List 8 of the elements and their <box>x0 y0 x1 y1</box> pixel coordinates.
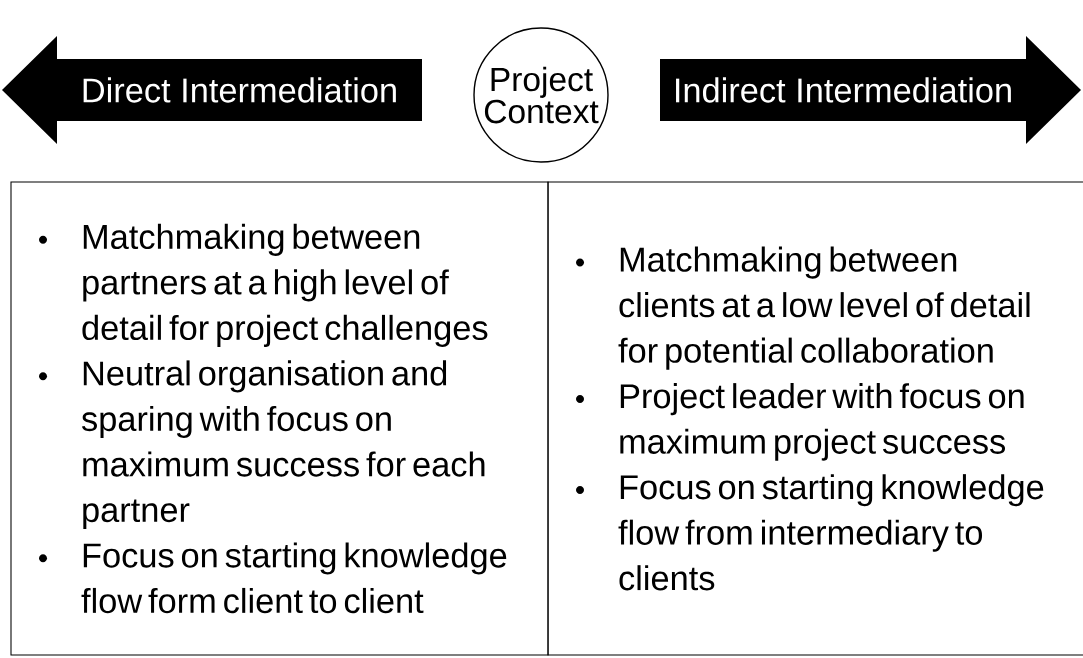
list-panel <box>10 181 549 656</box>
list-panel <box>547 181 1083 656</box>
bullet-item: Neutral organisation and sparing with focus on maximum success for each partner <box>81 360 485 529</box>
bullet-item: Focus on starting knowledge flow from intermediary to clients <box>618 474 1044 591</box>
bullet-item: Focus on starting knowledge flow form client to client <box>81 542 507 614</box>
bullet-item: Project leader with focus on maximum project success <box>620 383 1024 461</box>
bullet-item: Matchmaking between partners at a high level of detail for project challenges <box>82 223 488 347</box>
bullet-item: Matchmaking between clients at a low level of detail for potential collaboration <box>618 246 1030 370</box>
